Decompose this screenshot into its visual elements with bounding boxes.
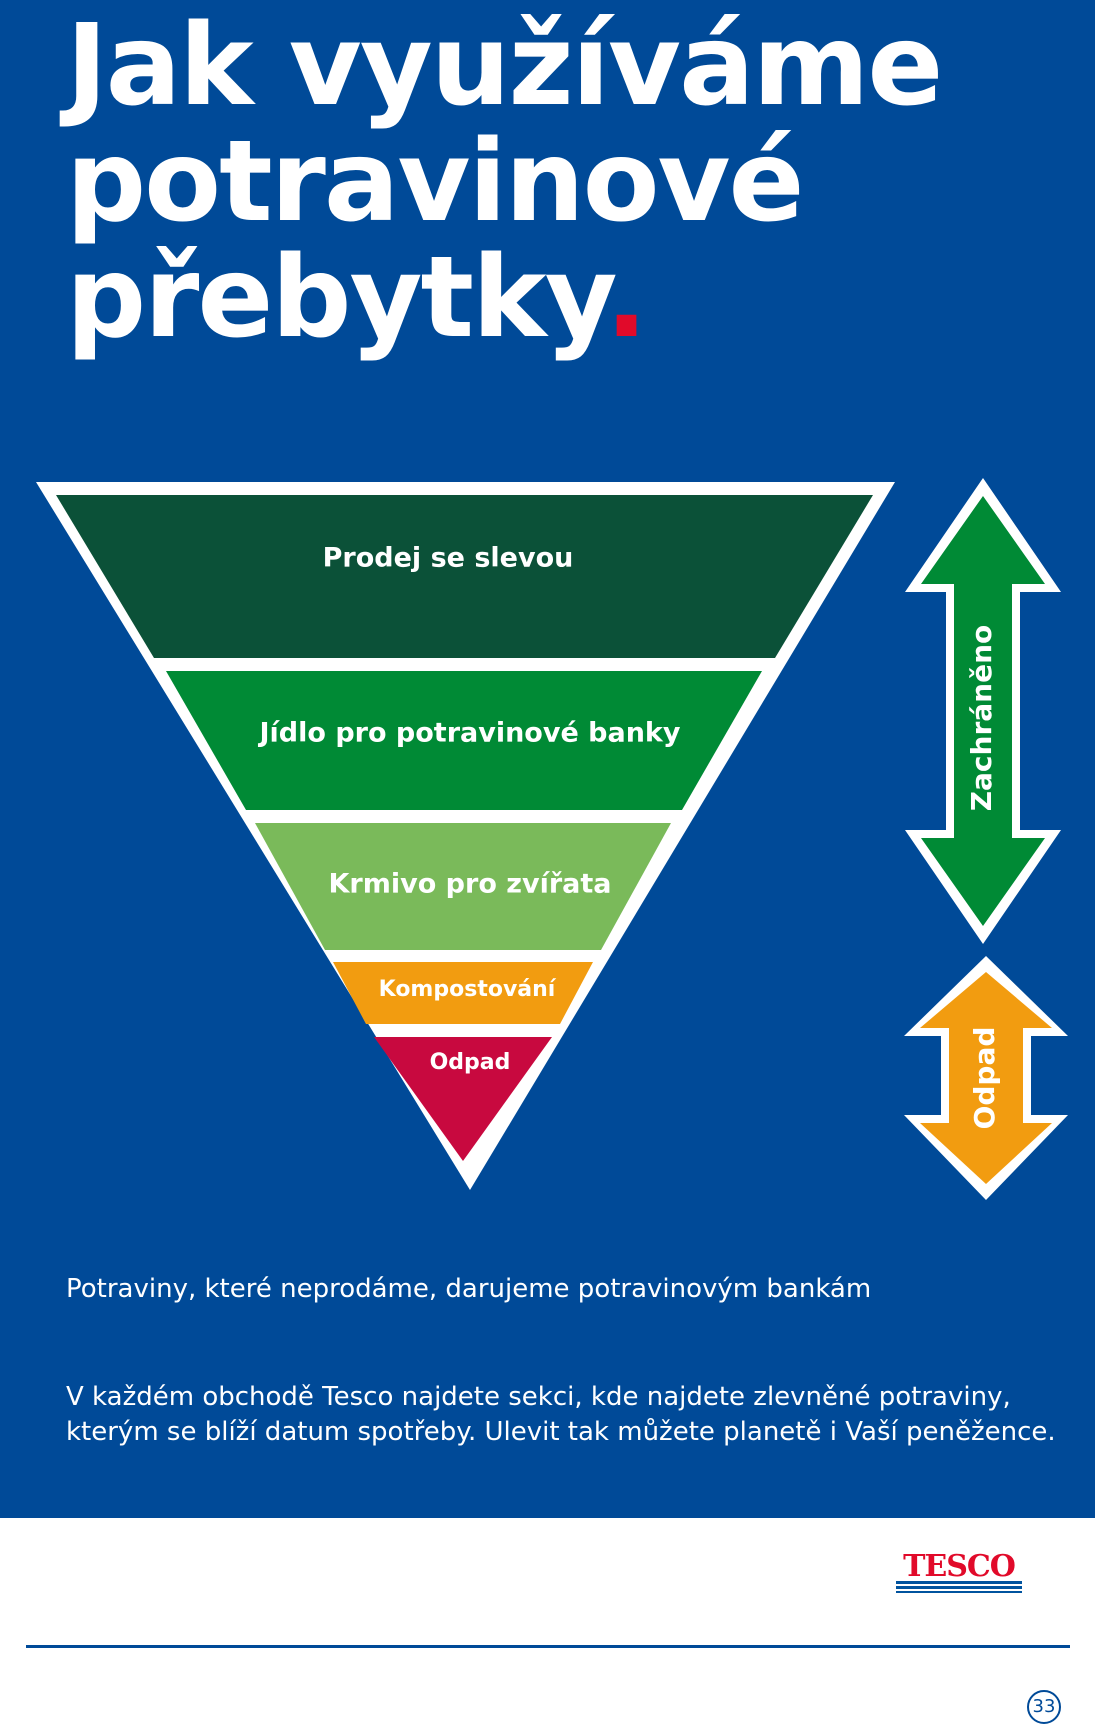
title-red-dot: .: [605, 233, 648, 363]
discount-section-text-line-1: V každém obchodě Tesco najdete sekci, kd…: [66, 1382, 1011, 1412]
pyramid-level-waste: [374, 1037, 552, 1161]
waste-double-arrow: [920, 972, 1052, 1184]
title-line-3-text: přebytky: [66, 233, 607, 363]
pyramid-label-waste: Odpad: [430, 1050, 511, 1075]
waste-arrow-label: Odpad: [968, 1027, 1001, 1130]
discount-section-text-line-2: kterým se blíží datum spotřeby. Ulevit t…: [66, 1417, 1056, 1447]
title-line-3: přebytky.: [66, 240, 941, 356]
pyramid-label-composting: Kompostování: [379, 977, 557, 1002]
tesco-logo-stripe-1: [896, 1581, 1022, 1584]
page-title: Jak využíváme potravinové přebytky.: [66, 1, 943, 356]
tesco-logo-stripe-3: [896, 1591, 1022, 1593]
page-number-badge: 33: [1027, 1690, 1061, 1724]
tesco-logo: TESCO: [896, 1550, 1022, 1593]
tesco-logo-stripe-2: [896, 1586, 1022, 1589]
title-line-2: potravinové: [66, 117, 805, 247]
tesco-logo-text: TESCO: [903, 1550, 1015, 1584]
pyramid-level-discount-sale: [56, 495, 873, 658]
pyramid-level-composting: [333, 962, 593, 1024]
saved-arrow-label: Zachráněno: [965, 625, 998, 812]
pyramid-label-discount-sale: Prodej se slevou: [323, 543, 574, 574]
discount-section-text: V každém obchodě Tesco najdete sekci, kd…: [66, 1380, 1066, 1450]
saved-double-arrow: [921, 496, 1045, 926]
pyramid-label-food-banks: Jídlo pro potravinové banky: [257, 718, 680, 749]
pyramid-level-animal-feed: [255, 823, 671, 950]
food-bank-donation-text: Potraviny, které neprodáme, darujeme pot…: [66, 1274, 872, 1304]
pyramid-label-animal-feed: Krmivo pro zvířata: [329, 869, 612, 900]
title-line-1: Jak využíváme: [66, 1, 943, 131]
footer-divider: [26, 1645, 1070, 1648]
food-surplus-pyramid-diagram: Prodej se slevou Jídlo pro potravinové b…: [36, 478, 1068, 1200]
pyramid-level-food-banks: [166, 671, 762, 810]
